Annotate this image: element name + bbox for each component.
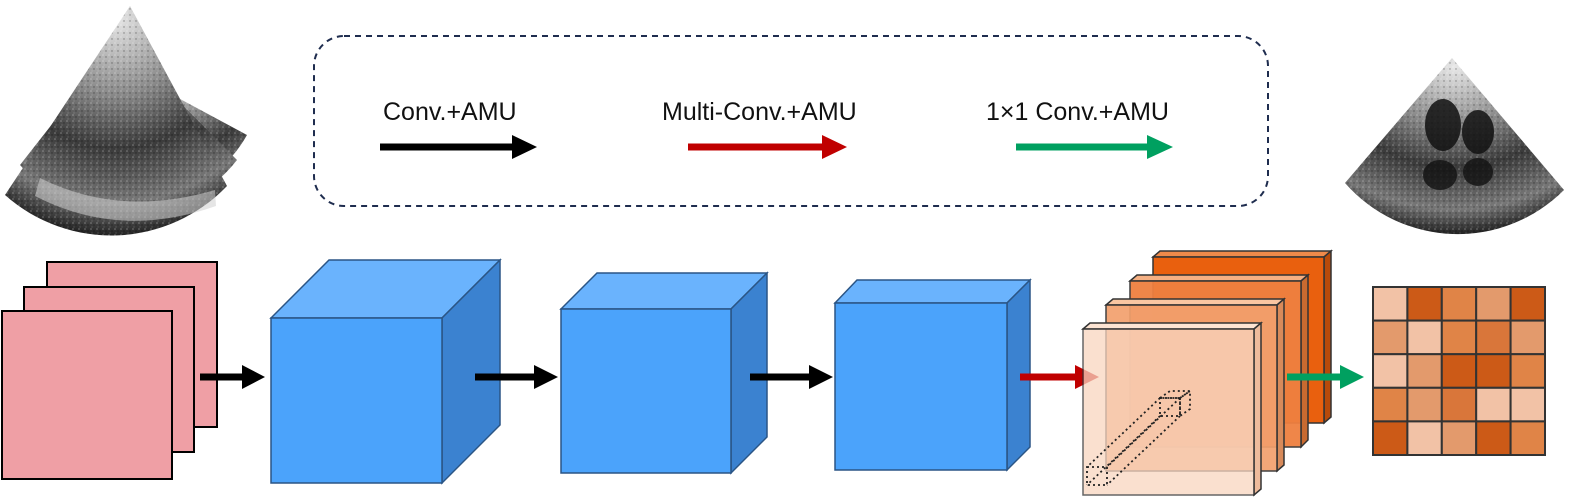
grid-cell (1406, 353, 1443, 389)
stacked-echocardiogram-icon (5, 6, 247, 236)
grid-cell (1509, 286, 1546, 322)
grid-cell (1509, 386, 1546, 423)
grid-cell (1372, 353, 1409, 389)
grid-cell (1406, 420, 1443, 456)
feature-cube-1 (269, 258, 502, 485)
legend-label-multi-conv: Multi-Conv.+AMU (662, 98, 857, 126)
flow-arrow-2 (475, 365, 558, 389)
grid-cell (1440, 286, 1478, 322)
grid-cell (1406, 286, 1443, 322)
grid-cell (1509, 353, 1546, 389)
grid-cell (1475, 319, 1512, 356)
flow-arrow-1x1-conv (1287, 365, 1364, 389)
output-segmentation-grid (1372, 286, 1546, 456)
grid-cell (1475, 353, 1512, 389)
grid-cell (1372, 386, 1409, 423)
grid-cell (1372, 286, 1409, 322)
legend-arrow-multi-conv (688, 135, 847, 159)
grid-cell (1440, 386, 1478, 423)
grid-cell (1372, 420, 1409, 456)
grid-cell (1475, 386, 1512, 423)
grid-cell (1509, 420, 1546, 456)
flow-arrow-1 (200, 365, 265, 389)
grid-cell (1406, 386, 1443, 423)
legend-box (313, 35, 1269, 207)
legend-arrow-conv (380, 135, 537, 159)
feature-cube-3 (833, 278, 1032, 472)
grid-cell (1475, 420, 1512, 456)
grid-cell (1440, 319, 1478, 356)
legend-label-conv: Conv.+AMU (383, 98, 517, 126)
feature-cube-2 (559, 271, 769, 475)
input-frames (1, 261, 218, 480)
grid-cell (1509, 319, 1546, 356)
multi-scale-feature-maps (1080, 249, 1334, 497)
legend-arrow-1x1-conv (1016, 135, 1173, 159)
grid-cell (1440, 353, 1478, 389)
flow-arrow-3 (750, 365, 833, 389)
receptive-field-column (1086, 389, 1193, 486)
segmented-echocardiogram-icon (1345, 58, 1564, 235)
grid-cell (1372, 319, 1409, 356)
grid-cell (1440, 420, 1478, 456)
legend-label-1x1-conv: 1×1 Conv.+AMU (986, 98, 1169, 126)
grid-cell (1406, 319, 1443, 356)
grid-cell (1475, 286, 1512, 322)
